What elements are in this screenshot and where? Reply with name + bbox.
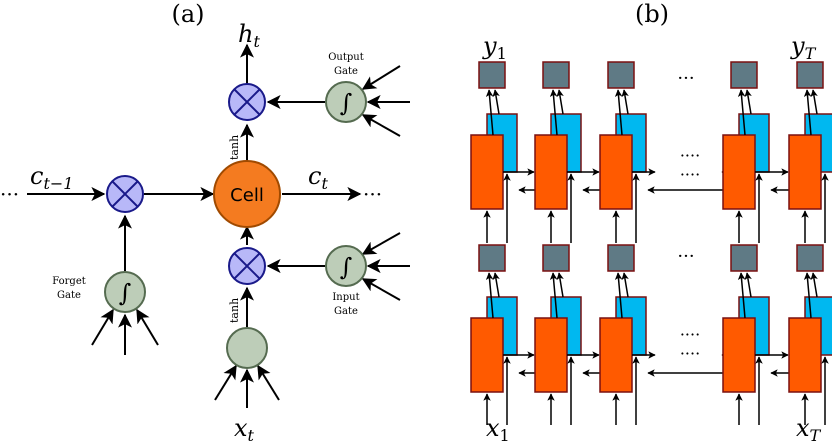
- arrow-forward-to-output: [614, 272, 623, 319]
- yT-label: yT: [790, 32, 817, 63]
- output-gate-label-1: Output: [328, 52, 364, 63]
- arrow-backward-to-output: [744, 89, 752, 115]
- dots-backward-bottom: ····: [680, 344, 700, 363]
- output-square: [478, 244, 506, 272]
- output-square: [730, 244, 758, 272]
- arrow-backward-to-output: [492, 272, 500, 298]
- ht-label: ht: [238, 20, 260, 51]
- arrow-forward-to-output: [737, 272, 746, 319]
- arrow-forward-to-output: [485, 89, 494, 136]
- forward-block: [470, 134, 504, 210]
- ellipsis-left: ···: [0, 182, 19, 206]
- input-gate-label-1: Input: [332, 292, 359, 303]
- arrow-backward-to-output: [621, 89, 629, 115]
- cell-label: Cell: [230, 185, 264, 206]
- panel-b-label: (b): [635, 0, 669, 28]
- ct-label: ct: [308, 162, 328, 193]
- forward-block: [534, 134, 568, 210]
- arrow-output-in-3: [361, 114, 401, 137]
- forward-block: [599, 317, 633, 393]
- output-square: [607, 61, 635, 89]
- forget-gate-label-2: Gate: [57, 290, 81, 301]
- arrow-output-in-1: [361, 65, 401, 90]
- dots-backward-top: ····: [680, 165, 700, 184]
- arrow-backward-to-output: [810, 89, 818, 115]
- sigmoid-icon: ∫: [340, 89, 353, 117]
- xT-label: xT: [796, 414, 822, 445]
- output-square: [796, 244, 824, 272]
- dots-forward-top: ····: [680, 146, 700, 165]
- panel-a: (a): [0, 0, 410, 445]
- forget-multiply-node: [106, 175, 144, 213]
- panel-b: (b) y1 yT x1 xT ··· ··· ···· ···· ···· ·…: [470, 0, 832, 445]
- arrow-forward-to-output: [803, 89, 812, 136]
- output-square: [730, 61, 758, 89]
- arrow-backward-to-output: [744, 272, 752, 298]
- y1-label: y1: [482, 32, 507, 63]
- forward-block: [722, 317, 756, 393]
- forward-block: [788, 317, 822, 393]
- input-multiply-node: [228, 247, 266, 285]
- output-square: [542, 61, 570, 89]
- output-square: [607, 244, 635, 272]
- output-gate-node: ∫: [325, 81, 367, 123]
- input-node: [226, 327, 268, 369]
- output-square: [478, 61, 506, 89]
- dots-mid-row: ···: [677, 246, 694, 267]
- arrow-input-in-1: [361, 232, 401, 255]
- arrow-forward-to-output: [485, 272, 494, 319]
- output-gate-label-2: Gate: [334, 66, 358, 77]
- sigmoid-icon: ∫: [340, 253, 353, 281]
- dots-top-row: ···: [677, 68, 694, 89]
- dots-forward-bottom: ····: [680, 325, 700, 344]
- arrow-xt-in-3: [257, 364, 280, 401]
- cell-node: [213, 160, 281, 228]
- arrow-forget-in-3: [136, 308, 159, 346]
- arrow-xt-in-1: [214, 364, 237, 401]
- input-gate-node: ∫: [325, 245, 367, 287]
- arrow-forward-to-output: [549, 89, 558, 136]
- arrow-backward-to-output: [556, 272, 564, 298]
- forget-gate-label-1: Forget: [52, 276, 86, 287]
- arrow-forward-to-output: [614, 89, 623, 136]
- output-multiply-node: [228, 83, 266, 121]
- forward-block: [534, 317, 568, 393]
- x1-label: x1: [486, 414, 510, 445]
- arrow-input-in-3: [361, 278, 401, 301]
- tanh-bottom-label: tanh: [228, 298, 241, 323]
- input-gate-label-2: Gate: [334, 306, 358, 317]
- output-square: [796, 61, 824, 89]
- arrow-backward-to-output: [492, 89, 500, 115]
- arrow-backward-to-output: [810, 272, 818, 298]
- arrow-forget-in-1: [91, 308, 114, 346]
- forget-gate-node: ∫: [104, 271, 146, 313]
- arrow-backward-to-output: [556, 89, 564, 115]
- c-prev-label: ct−1: [30, 162, 73, 193]
- stacked-bidirectional-layers: [470, 61, 832, 425]
- arrow-forward-to-output: [737, 89, 746, 136]
- forward-block: [722, 134, 756, 210]
- sigmoid-icon: ∫: [119, 279, 132, 307]
- forward-block: [470, 317, 504, 393]
- arrow-backward-to-output: [621, 272, 629, 298]
- forward-block: [599, 134, 633, 210]
- arrow-forward-to-output: [803, 272, 812, 319]
- tanh-top-label: tanh: [228, 135, 241, 160]
- ellipsis-right: ···: [363, 182, 382, 206]
- output-square: [542, 244, 570, 272]
- forward-block: [788, 134, 822, 210]
- arrow-forward-to-output: [549, 272, 558, 319]
- xt-label: xt: [234, 414, 255, 445]
- panel-a-label: (a): [171, 0, 204, 28]
